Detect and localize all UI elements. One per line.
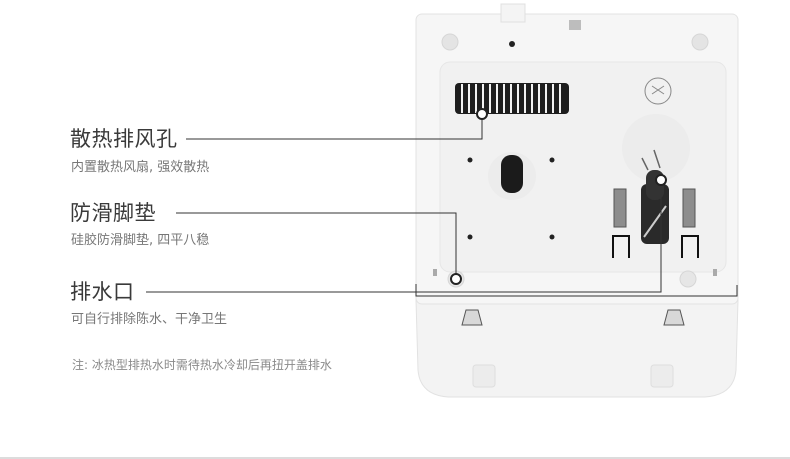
recycle-symbol-icon — [644, 77, 672, 105]
callout-dot-drain — [655, 174, 667, 186]
callout-dot-foot — [450, 273, 462, 285]
center-knob — [501, 155, 523, 193]
feature-title-drain: 排水口 — [70, 280, 135, 304]
clip-right — [663, 309, 685, 326]
top-tab — [500, 3, 526, 23]
feature-title-foot: 防滑脚垫 — [70, 201, 156, 225]
feature-title-vent: 散热排风孔 — [70, 127, 178, 151]
drain-recess — [622, 114, 690, 182]
callout-line-drain — [146, 180, 662, 293]
base-foot-left — [472, 364, 496, 388]
feature-desc-foot: 硅胶防滑脚垫, 四平八稳 — [71, 233, 210, 248]
foot-pad-top-left — [441, 33, 459, 51]
bottom-divider — [0, 457, 790, 459]
top-latch — [569, 20, 581, 30]
terminal-right — [682, 188, 696, 228]
foot-pad-top-right — [691, 33, 709, 51]
foot-pad-bottom-right — [679, 270, 697, 288]
callout-line-vent — [186, 114, 483, 140]
drain-cap — [641, 184, 669, 244]
base-foot-right — [650, 364, 674, 388]
feature-desc-vent: 内置散热风扇, 强效散热 — [71, 160, 210, 175]
clip-left — [461, 309, 483, 326]
drain-note: 注: 冰热型排热水时需待热水冷却后再扭开盖排水 — [72, 358, 332, 372]
callout-line-foot — [176, 212, 457, 274]
callout-dot-vent — [476, 108, 488, 120]
terminal-left — [613, 188, 627, 228]
feature-desc-drain: 可自行排除陈水、干净卫生 — [71, 312, 228, 327]
